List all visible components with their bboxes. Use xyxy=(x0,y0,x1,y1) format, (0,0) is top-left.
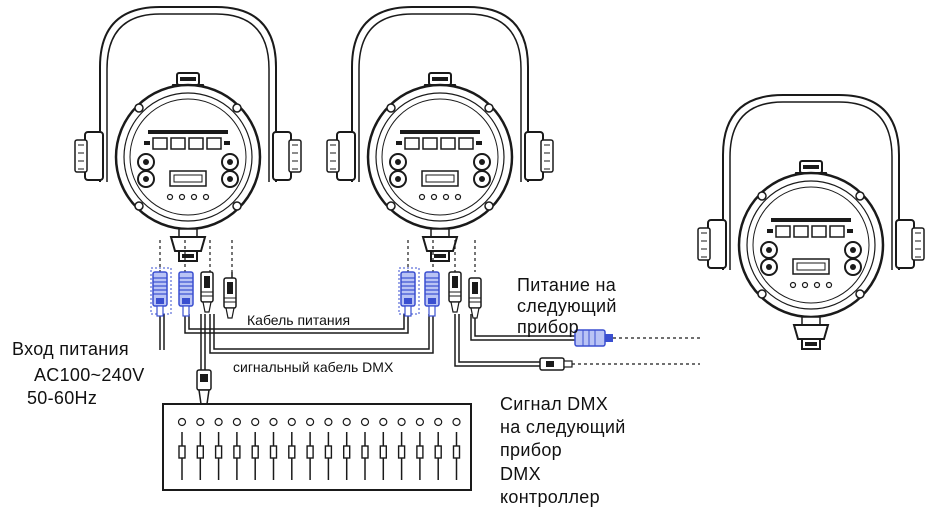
fixture-2-drop-lines xyxy=(407,240,476,272)
dmx-controller xyxy=(162,403,472,491)
fixture-1 xyxy=(73,5,303,263)
power-out-connector xyxy=(574,329,700,347)
power-next-label-2: следующий xyxy=(517,296,617,316)
fixture-3 xyxy=(696,93,926,351)
fixture-2 xyxy=(325,5,555,263)
power-input-label: Вход питания xyxy=(12,339,129,359)
ac-voltage-label: AC100~240V xyxy=(34,365,145,385)
power-next-label-1: Питание на xyxy=(517,275,617,295)
fixture-2-connectors xyxy=(398,267,482,319)
power-next-label-3: прибор xyxy=(517,317,579,337)
dmx-cable-label: сигнальный кабель DMX xyxy=(233,359,394,375)
cable-lines xyxy=(159,272,575,390)
fixture-1-drop-lines xyxy=(159,240,233,272)
dmx-next-label-3: прибор xyxy=(500,440,562,460)
dmx-next-label-2: на следующий xyxy=(500,417,626,437)
ac-frequency-label: 50-60Hz xyxy=(27,388,98,408)
controller-connector xyxy=(196,369,212,405)
dmx-next-label-1: Сигнал DMX xyxy=(500,394,609,414)
dmx-out-connector xyxy=(539,357,700,371)
controller-label-2: контроллер xyxy=(500,487,600,507)
controller-label-1: DMX xyxy=(500,464,541,484)
power-cable-label: Кабель питания xyxy=(247,312,351,328)
fixture-1-connectors xyxy=(150,267,237,319)
